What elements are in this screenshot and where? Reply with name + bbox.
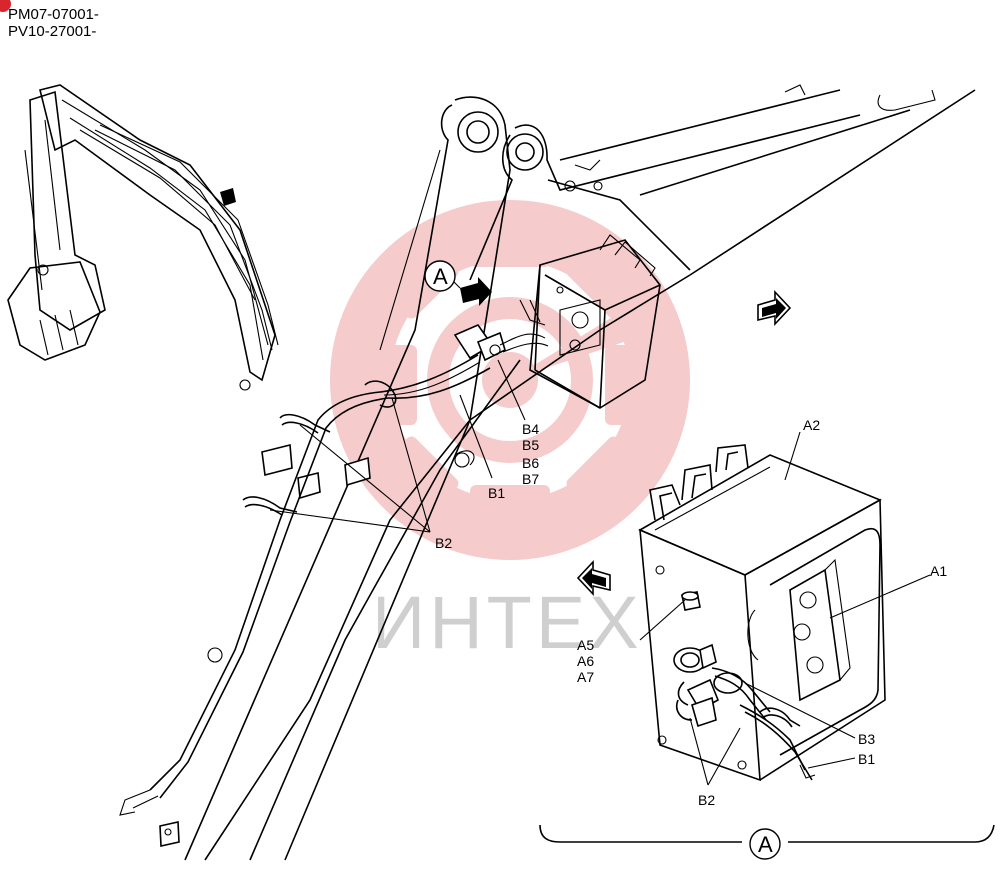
callout-b4: B4 (522, 421, 539, 437)
leader-lines (269, 267, 995, 843)
callout-b2-left: B2 (435, 535, 452, 551)
view-marker-a-top: A (433, 264, 448, 289)
callout-b5: B5 (522, 437, 539, 453)
corner-marker-icon (0, 0, 11, 12)
callout-a1: A1 (930, 563, 947, 579)
callout-a2: A2 (803, 417, 820, 433)
arrow-marker-icon (220, 188, 236, 206)
callout-b2-bottom: B2 (698, 792, 715, 808)
watermark-gear-icon (330, 200, 690, 560)
callout-b1-lower: B1 (858, 751, 875, 767)
view-marker-a-circle-bottom (749, 828, 781, 860)
callout-b7: B7 (522, 471, 539, 487)
boom-main (119, 84, 976, 861)
serial-range-2: PV10-27001- (8, 23, 97, 40)
flow-arrow-right-icon (757, 289, 792, 327)
callout-b3: B3 (858, 731, 875, 747)
view-marker-a-circle (424, 260, 456, 292)
serial-range-1: PM07-07001- (8, 6, 99, 23)
callout-a6: A6 (577, 653, 594, 669)
excavator-arm-overview (7, 84, 279, 391)
callout-b1-upper: B1 (488, 485, 505, 501)
detail-view-a (638, 444, 886, 782)
watermark-text: ИНТЕХ (372, 581, 643, 664)
view-arrow-icon (460, 277, 492, 306)
flow-arrow-left-icon (576, 559, 611, 597)
callout-b6: B6 (522, 455, 539, 471)
view-marker-a-bottom: A (758, 832, 773, 857)
callout-a7: A7 (577, 669, 594, 685)
callout-a5: A5 (577, 637, 594, 653)
